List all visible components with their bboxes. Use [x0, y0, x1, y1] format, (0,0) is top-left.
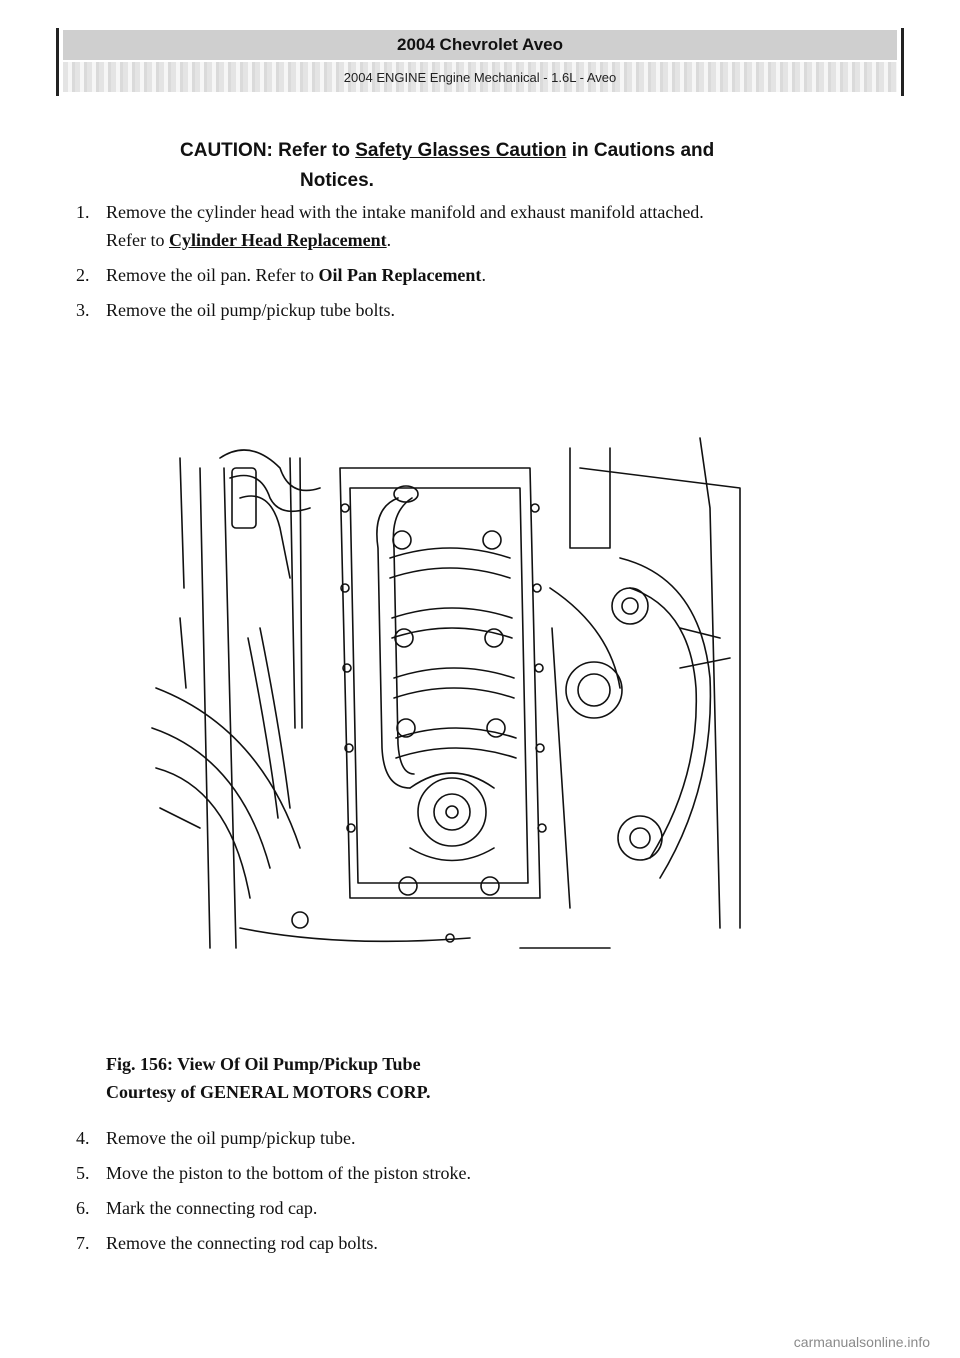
- step-item: 4. Remove the oil pump/pickup tube.: [70, 1124, 770, 1152]
- steps-list-before-figure: 1. Remove the cylinder head with the int…: [70, 198, 870, 331]
- step-text: Remove the connecting rod cap bolts.: [106, 1233, 378, 1253]
- step-item: 7. Remove the connecting rod cap bolts.: [70, 1229, 770, 1257]
- caution-suffix: in Cautions and: [566, 140, 715, 161]
- step-text-suffix: .: [386, 230, 392, 250]
- step-number: 1.: [76, 202, 90, 222]
- site-watermark: carmanualsonline.info: [793, 1334, 930, 1350]
- step-item: 2. Remove the oil pan. Refer to Oil Pan …: [70, 261, 870, 289]
- header-subtitle: 2004 ENGINE Engine Mechanical - 1.6L - A…: [63, 62, 897, 92]
- step-text: Remove the cylinder head with the intake…: [106, 202, 704, 222]
- header-title: 2004 Chevrolet Aveo: [63, 30, 897, 60]
- caution-notice: CAUTION: Refer to Safety Glasses Caution…: [180, 136, 840, 196]
- step-text: Mark the connecting rod cap.: [106, 1198, 318, 1218]
- step-number: 3.: [76, 300, 90, 320]
- cylinder-head-replacement-link[interactable]: Cylinder Head Replacement: [168, 230, 387, 250]
- figure-caption: Fig. 156: View Of Oil Pump/Pickup Tube C…: [106, 1050, 431, 1106]
- oil-pump-pickup-tube-illustration: [151, 437, 741, 949]
- steps-list-after-figure: 4. Remove the oil pump/pickup tube. 5. M…: [70, 1124, 770, 1264]
- step-text: Remove the oil pump/pickup tube.: [106, 1128, 356, 1148]
- step-number: 4.: [76, 1128, 90, 1148]
- oil-pan-replacement-ref: Oil Pan Replacement: [318, 265, 482, 285]
- step-number: 5.: [76, 1163, 90, 1183]
- figure-caption-credit: Courtesy of GENERAL MOTORS CORP.: [106, 1082, 431, 1102]
- caution-line2: Notices.: [300, 170, 374, 191]
- caution-prefix: CAUTION: Refer to: [180, 140, 356, 161]
- step-text: Remove the oil pan. Refer to: [106, 265, 319, 285]
- step-item: 1. Remove the cylinder head with the int…: [70, 198, 870, 254]
- page-header: 2004 Chevrolet Aveo 2004 ENGINE Engine M…: [56, 28, 904, 96]
- step-text-refer: Refer to: [106, 230, 169, 250]
- step-number: 2.: [76, 265, 90, 285]
- step-item: 6. Mark the connecting rod cap.: [70, 1194, 770, 1222]
- step-text-suffix: .: [481, 265, 486, 285]
- safety-glasses-caution-link[interactable]: Safety Glasses Caution: [355, 140, 567, 161]
- step-item: 5. Move the piston to the bottom of the …: [70, 1159, 770, 1187]
- step-item: 3. Remove the oil pump/pickup tube bolts…: [70, 296, 870, 324]
- step-text: Remove the oil pump/pickup tube bolts.: [106, 300, 395, 320]
- step-text: Move the piston to the bottom of the pis…: [106, 1163, 471, 1183]
- figure-caption-title: Fig. 156: View Of Oil Pump/Pickup Tube: [106, 1054, 421, 1074]
- step-number: 7.: [76, 1233, 90, 1253]
- step-number: 6.: [76, 1198, 90, 1218]
